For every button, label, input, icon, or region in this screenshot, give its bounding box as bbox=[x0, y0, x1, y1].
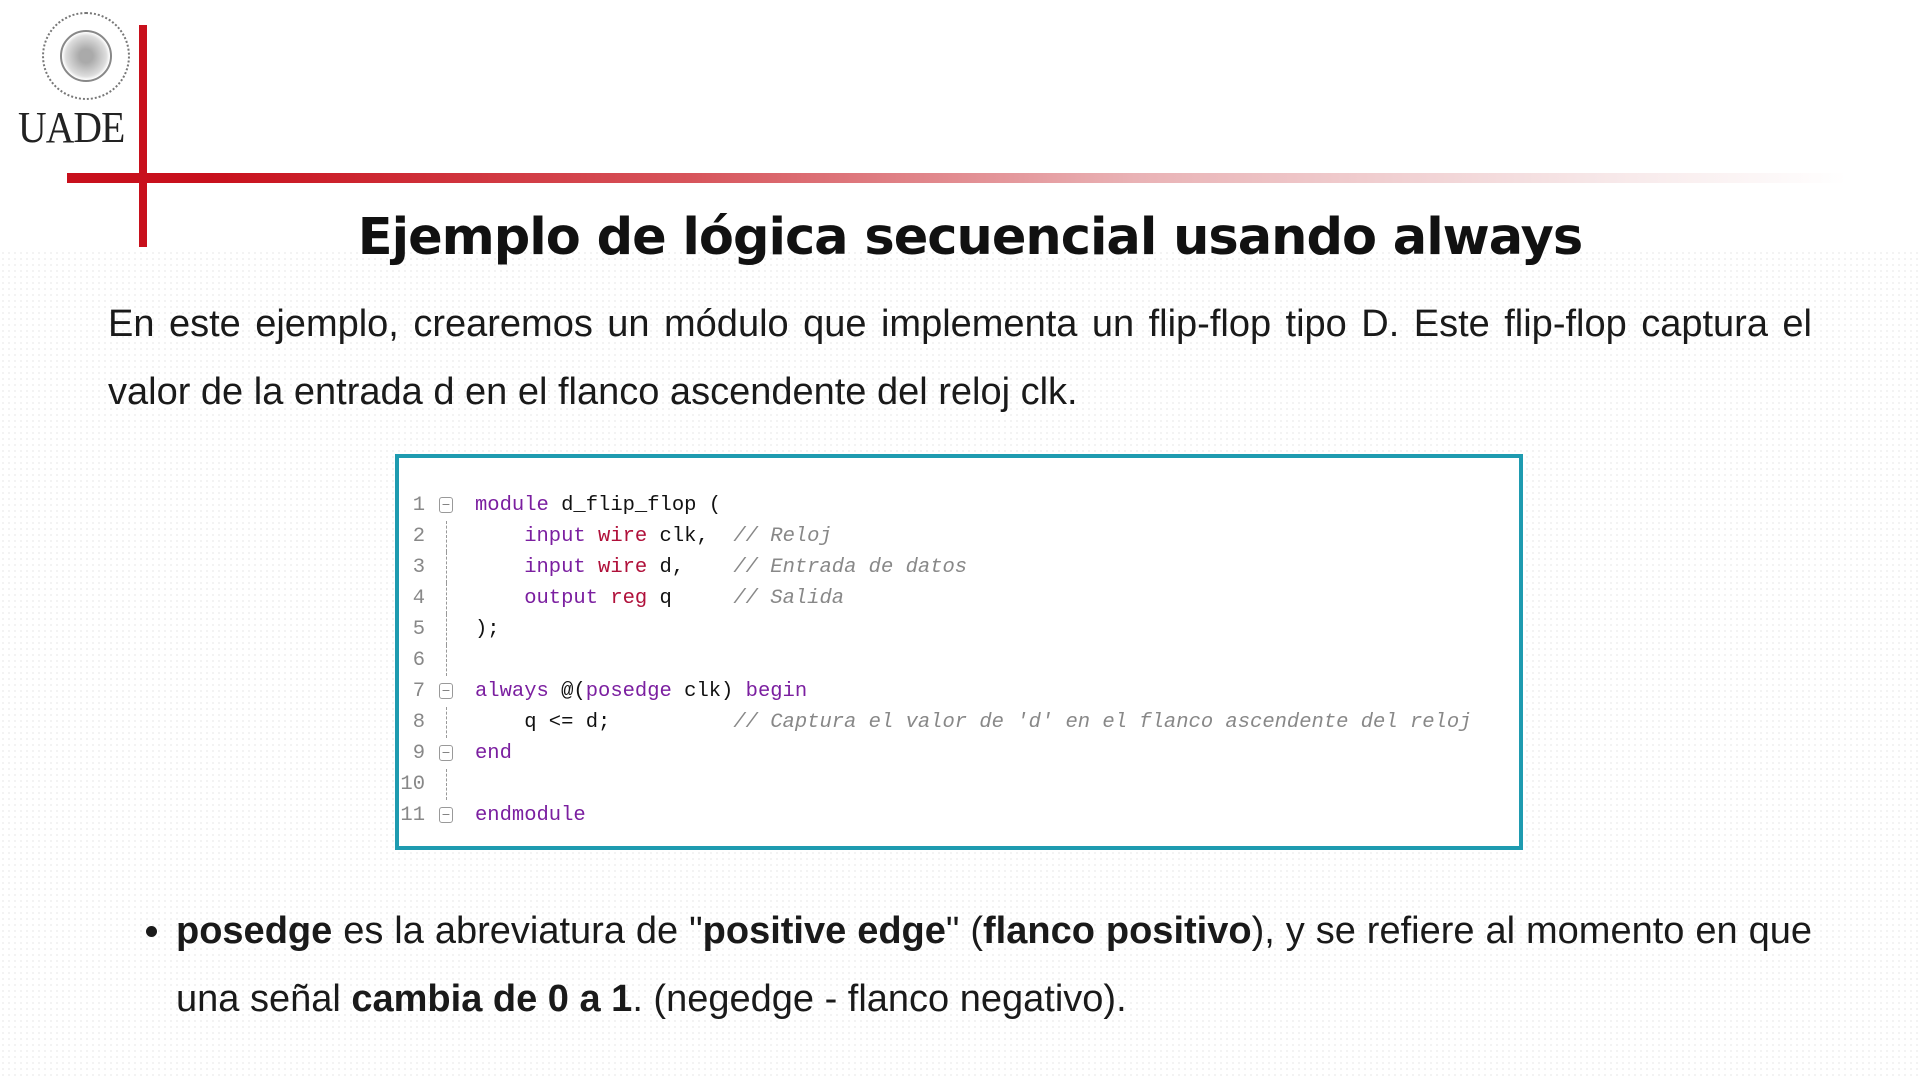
code-text: endmodule bbox=[475, 800, 586, 831]
code-token: wire bbox=[585, 556, 648, 579]
fold-collapse-icon[interactable]: − bbox=[439, 683, 453, 699]
code-token: input bbox=[475, 525, 586, 548]
code-token: q bbox=[647, 587, 734, 610]
code-token: q <= d; bbox=[475, 711, 734, 734]
fold-guide bbox=[446, 552, 447, 583]
bold-term: positive edge bbox=[702, 910, 946, 952]
code-token: posedge bbox=[585, 680, 672, 703]
fold-end-icon[interactable]: − bbox=[439, 745, 453, 761]
intro-paragraph: En este ejemplo, crearemos un módulo que… bbox=[108, 303, 1812, 413]
code-text: ); bbox=[475, 614, 500, 645]
code-token: endmodule bbox=[475, 804, 586, 827]
code-token: // Entrada de datos bbox=[733, 556, 968, 579]
code-token: ); bbox=[475, 618, 500, 641]
line-number: 1 bbox=[412, 494, 425, 517]
code-text: input wire d, // Entrada de datos bbox=[475, 552, 967, 583]
uade-logo: UADE bbox=[14, 8, 144, 152]
red-vertical-divider bbox=[139, 25, 147, 247]
code-line: 4 output reg q // Salida bbox=[399, 583, 1519, 614]
code-line: 6 bbox=[399, 645, 1519, 676]
code-token: @( bbox=[548, 680, 586, 703]
logo-text: UADE bbox=[18, 103, 125, 152]
code-block: 1−module d_flip_flop (2 input wire clk, … bbox=[395, 454, 1523, 850]
line-number: 5 bbox=[412, 618, 425, 641]
code-token: always bbox=[475, 680, 549, 703]
line-number: 7 bbox=[412, 680, 425, 703]
bullet-icon bbox=[146, 926, 157, 937]
code-token: module bbox=[475, 494, 549, 517]
fold-guide bbox=[446, 707, 447, 738]
code-text: input wire clk, // Reloj bbox=[475, 521, 832, 552]
code-token: input bbox=[475, 556, 586, 579]
line-number: 6 bbox=[412, 649, 425, 672]
code-text: always @(posedge clk) begin bbox=[475, 676, 807, 707]
code-line: 10 bbox=[399, 769, 1519, 800]
code-token: clk, bbox=[647, 525, 734, 548]
code-token: d_flip_flop ( bbox=[548, 494, 722, 517]
code-line: 5); bbox=[399, 614, 1519, 645]
line-number: 10 bbox=[400, 773, 425, 796]
bold-term: cambia de 0 a 1 bbox=[351, 978, 633, 1020]
code-line: 1− module d_flip_flop ( bbox=[399, 490, 1519, 521]
university-seal-icon bbox=[42, 12, 130, 100]
bullet-posedge: posedge es la abreviatura de "positive e… bbox=[176, 897, 1812, 1033]
code-text: q <= d; // Captura el valor de 'd' en el… bbox=[475, 707, 1471, 738]
fold-guide bbox=[446, 521, 447, 552]
bullet-text: " ( bbox=[945, 910, 984, 952]
code-line: 8 q <= d; // Captura el valor de 'd' en … bbox=[399, 707, 1519, 738]
code-line: 3 input wire d, // Entrada de datos bbox=[399, 552, 1519, 583]
code-token: d, bbox=[647, 556, 734, 579]
line-number: 8 bbox=[412, 711, 425, 734]
red-horizontal-divider bbox=[67, 173, 1847, 183]
bullet-text: es la abreviatura de " bbox=[332, 910, 703, 952]
line-number: 4 bbox=[412, 587, 425, 610]
fold-guide bbox=[446, 769, 447, 800]
code-token: reg bbox=[598, 587, 648, 610]
code-token: clk) bbox=[671, 680, 746, 703]
page-title: Ejemplo de lógica secuencial usando alwa… bbox=[357, 208, 1583, 267]
code-token: begin bbox=[745, 680, 808, 703]
bold-term: flanco positivo bbox=[983, 910, 1252, 952]
code-token: // Salida bbox=[733, 587, 845, 610]
code-token: // Reloj bbox=[733, 525, 832, 548]
code-line: 2 input wire clk, // Reloj bbox=[399, 521, 1519, 552]
fold-guide bbox=[446, 645, 447, 676]
code-token: end bbox=[475, 742, 512, 765]
code-token: // Captura el valor de 'd' en el flanco … bbox=[733, 711, 1472, 734]
fold-guide bbox=[446, 583, 447, 614]
bold-term: posedge bbox=[176, 910, 333, 952]
code-line: 7− always @(posedge clk) begin bbox=[399, 676, 1519, 707]
code-line: 9− end bbox=[399, 738, 1519, 769]
bullet-text: ), y se refiere al momento en que una se… bbox=[176, 910, 1813, 1020]
fold-collapse-icon[interactable]: − bbox=[439, 497, 453, 513]
line-number: 3 bbox=[412, 556, 425, 579]
code-token: wire bbox=[585, 525, 648, 548]
bullet-text: . (negedge - flanco negativo). bbox=[632, 978, 1127, 1020]
line-number: 9 bbox=[412, 742, 425, 765]
code-line: 11− endmodule bbox=[399, 800, 1519, 831]
fold-guide bbox=[446, 614, 447, 645]
line-number: 2 bbox=[412, 525, 425, 548]
code-text: output reg q // Salida bbox=[475, 583, 844, 614]
line-number: 11 bbox=[400, 804, 425, 827]
fold-end-icon[interactable]: − bbox=[439, 807, 453, 823]
code-text: end bbox=[475, 738, 512, 769]
code-token: output bbox=[475, 587, 599, 610]
code-text: module d_flip_flop ( bbox=[475, 490, 721, 521]
